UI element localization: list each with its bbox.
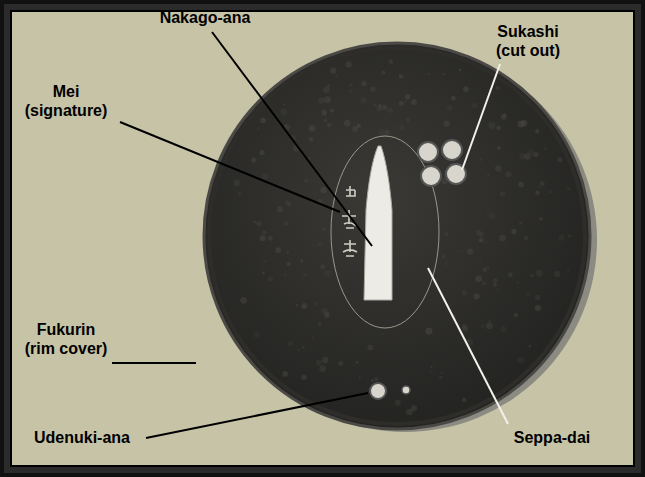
- mei-signature-marks: [342, 186, 357, 256]
- nakago-ana-hole: [364, 146, 392, 300]
- seppa-dai-outline: [331, 136, 439, 328]
- part-label: Udenuki-ana: [17, 428, 147, 447]
- leader-lines-light: [428, 64, 508, 424]
- surface-texture: [234, 59, 572, 415]
- leader-lines: [112, 32, 372, 438]
- frame-bevel: [4, 4, 641, 473]
- part-label: Nakago-ana: [140, 8, 270, 27]
- part-label: Sukashi (cut out): [485, 22, 571, 60]
- part-label: Fukurin (rim cover): [21, 320, 111, 358]
- tsuba-plate: [204, 43, 590, 429]
- part-label: Seppa-dai: [492, 428, 612, 447]
- sukashi-holes: [418, 140, 466, 186]
- udenuki-ana-holes: [370, 383, 410, 399]
- part-label: Mei (signature): [16, 82, 116, 120]
- panel-ground: [11, 11, 634, 466]
